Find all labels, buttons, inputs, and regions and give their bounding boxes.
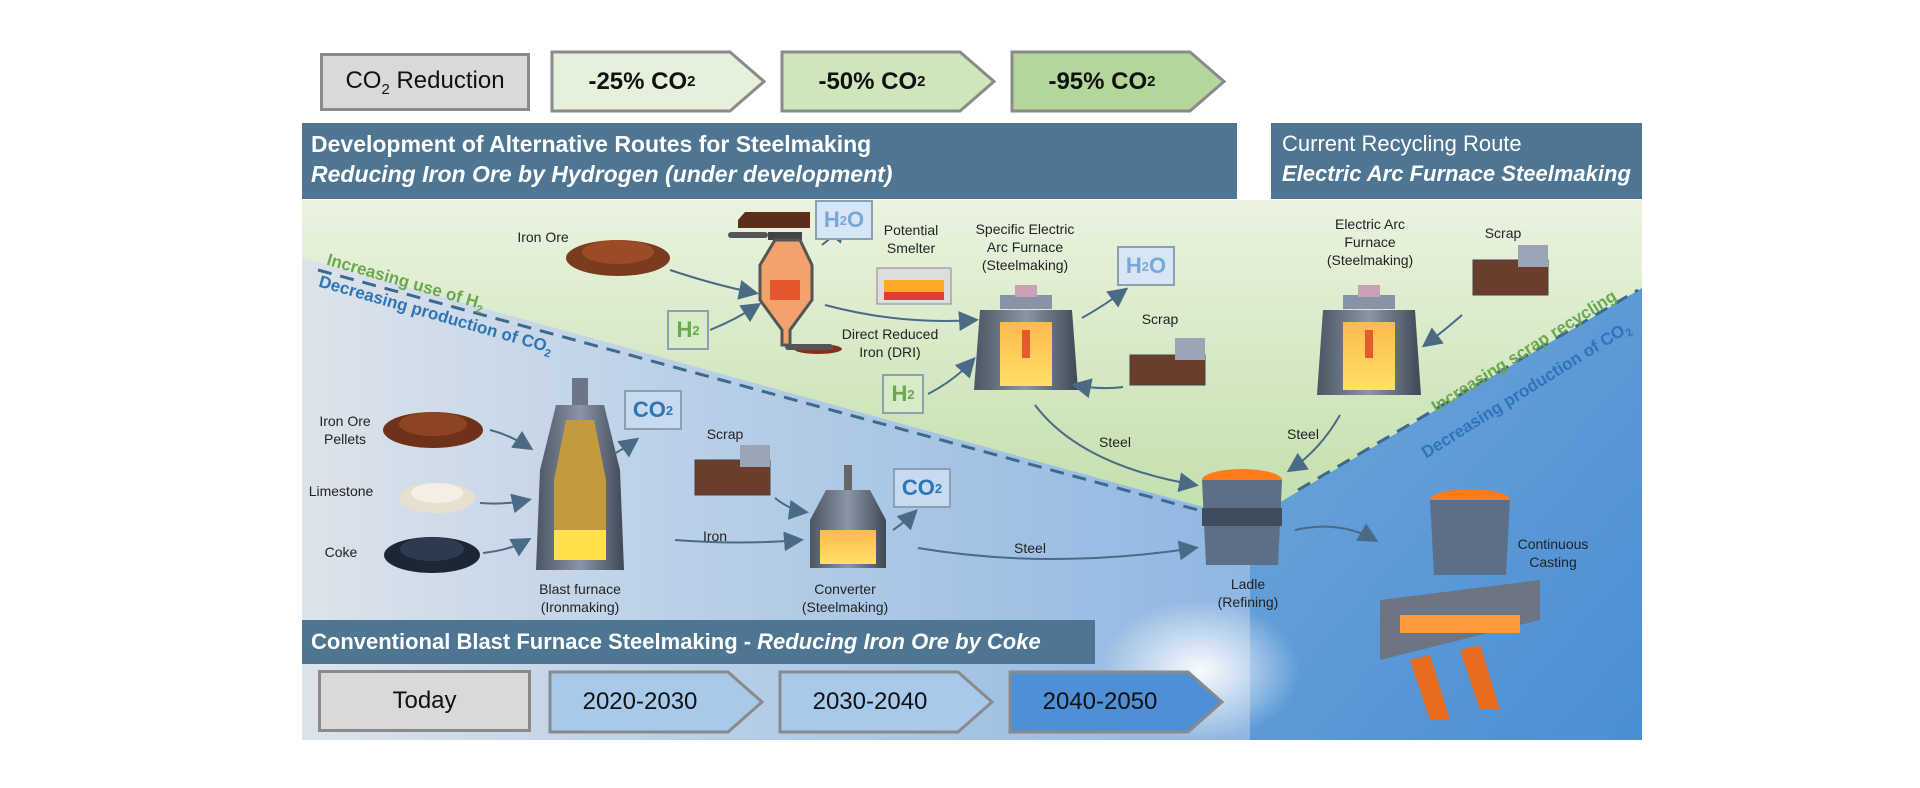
co2-reduction-label: CO2 Reduction — [345, 66, 505, 98]
top-conveyor-icon — [728, 232, 768, 238]
arrow-ore-to-dri — [669, 269, 759, 300]
label-blast-furnace: Blast furnace(Ironmaking) — [539, 581, 621, 615]
recycling-route-banner: Current Recycling Route Electric Arc Fur… — [1271, 123, 1642, 199]
ladle-icon — [1202, 469, 1282, 565]
potential-smelter-icon — [876, 267, 952, 305]
scrap-right-icon — [1472, 245, 1549, 296]
recycling-route-subtitle: Electric Arc Furnace Steelmaking — [1282, 161, 1631, 186]
label-ladle: Ladle(Refining) — [1217, 576, 1279, 610]
coke-pile — [384, 537, 480, 573]
timeline-step-2020-2030: 2020-2030 — [548, 670, 766, 734]
arrow-bf-to-co2 — [611, 437, 640, 458]
continuous-casting-icon — [1380, 489, 1540, 720]
alternative-routes-title: Development of Alternative Routes for St… — [311, 131, 872, 157]
arrow-converter-to-co2 — [892, 509, 918, 531]
arrow-h2mid-to-eaf — [927, 357, 976, 395]
label-iron: Iron — [702, 528, 728, 544]
arrow-scrap-to-eaf — [1071, 378, 1124, 398]
label-scrap-left: Scrap — [706, 426, 744, 442]
label-limestone: Limestone — [308, 483, 374, 499]
scrap-left-icon — [694, 445, 771, 496]
arrow-scrapright-to-eaf — [1421, 314, 1463, 348]
limestone-pile — [399, 483, 475, 513]
recycling-route-title: Current Recycling Route — [1282, 131, 1522, 156]
bottom-conveyor-icon — [785, 344, 833, 350]
arrow-bf-to-converter — [674, 531, 804, 552]
arrow-eafright-to-ladle — [1286, 414, 1341, 473]
arrow-limestone-to-bf — [479, 493, 532, 514]
label-converter: Converter(Steelmaking) — [801, 581, 889, 615]
timeline-step-2030-2040: 2030-2040 — [778, 670, 996, 734]
arrow-coke-to-bf — [482, 538, 532, 557]
converter-icon — [810, 465, 886, 568]
label-scrap-mid: Scrap — [1141, 311, 1179, 327]
arrow-dri-to-eaf — [824, 304, 979, 332]
alternative-routes-banner: Development of Alternative Routes for St… — [302, 123, 1237, 199]
arrow-eaf-to-h2o — [1081, 287, 1129, 319]
label-iron-ore: Iron Ore — [517, 229, 569, 245]
label-coke: Coke — [324, 544, 358, 560]
iron-ore-pile-top — [566, 240, 670, 276]
alternative-routes-subtitle: Reducing Iron Ore by Hydrogen (under dev… — [311, 161, 893, 187]
arrow-h2-to-dri — [709, 302, 762, 331]
label-scrap-right: Scrap — [1484, 225, 1522, 241]
today-box: Today — [318, 670, 531, 732]
co2-reduction-label-box: CO2 Reduction — [320, 53, 530, 111]
arrow-converter-to-ladle — [917, 540, 1199, 561]
blast-furnace-icon — [536, 378, 624, 570]
conventional-banner: Conventional Blast Furnace Steelmaking -… — [302, 620, 1095, 664]
arrow-scrap-to-converter — [774, 497, 809, 520]
arrow-eaf-to-ladle — [1034, 404, 1199, 493]
label-steel-mid: Steel — [1099, 434, 1131, 450]
specific-eaf-icon — [974, 285, 1078, 390]
label-steel-right: Steel — [1287, 426, 1319, 442]
iron-ore-pellets-pile — [383, 412, 483, 448]
arrow-pellets-to-bf — [489, 429, 534, 451]
scrap-mid-icon — [1129, 338, 1206, 386]
label-steel-bottom: Steel — [1014, 540, 1046, 556]
timeline-step-2040-2050: 2040-2050 — [1008, 670, 1226, 734]
arrow-ladle-to-casting — [1294, 523, 1379, 542]
eaf-icon — [1317, 285, 1421, 395]
